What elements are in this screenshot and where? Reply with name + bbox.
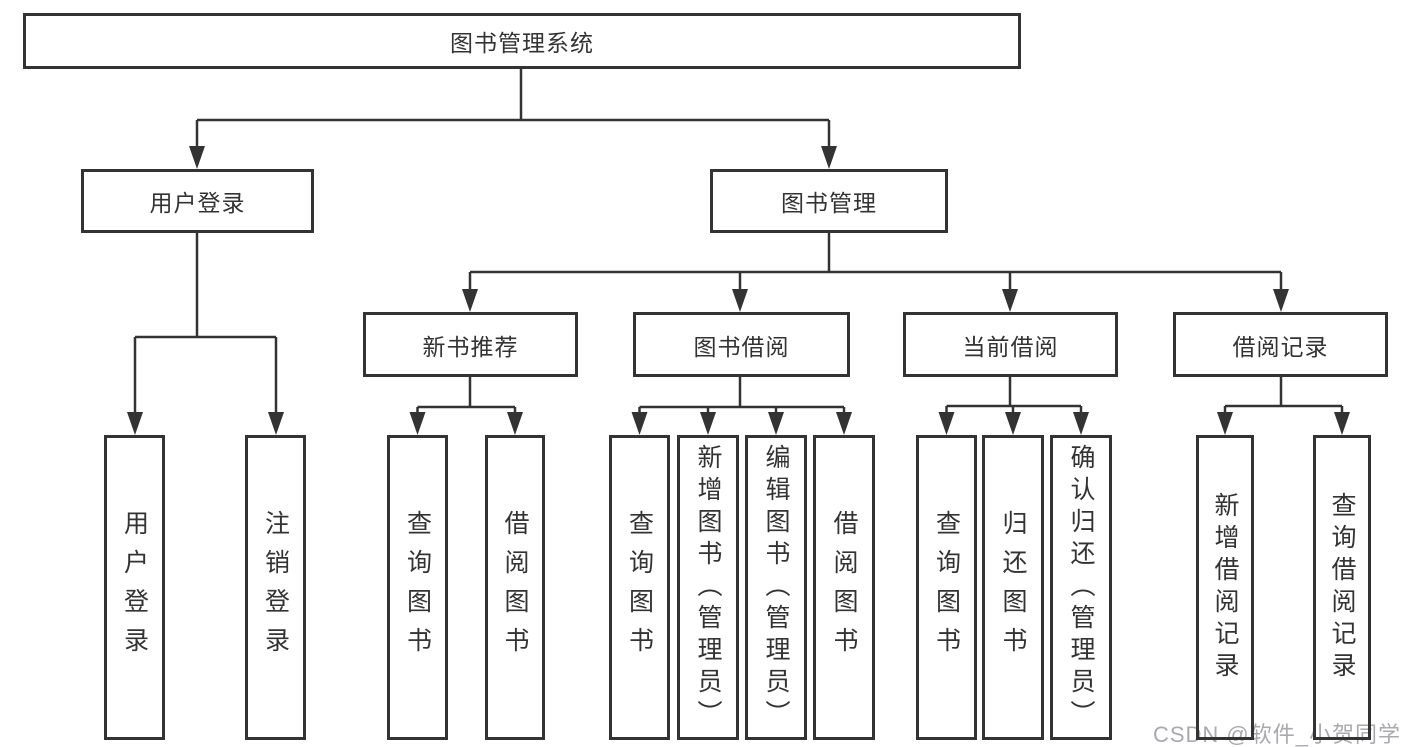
leaf-confirm-return-admin: 确认归还（管理员）: [1050, 435, 1112, 740]
leaf-add-borrow-record-label: 新增借阅记录: [1211, 491, 1239, 684]
leaf-query-borrow-record: 查询借阅记录: [1313, 435, 1371, 740]
node-book-management-label: 图书管理: [781, 190, 877, 216]
leaf-current-query-book-label: 查询图书: [932, 509, 961, 666]
leaf-logout: 注销登录: [245, 435, 306, 740]
leaf-recommend-query-book-label: 查询图书: [403, 509, 432, 666]
node-current-borrow-label: 当前借阅: [962, 333, 1059, 360]
arrowhead-icons: [127, 146, 1350, 435]
node-borrow-records: 借阅记录: [1173, 312, 1388, 377]
node-current-borrow: 当前借阅: [903, 312, 1118, 377]
node-book-borrow: 图书借阅: [633, 312, 850, 377]
leaf-edit-book-admin: 编辑图书（管理员）: [745, 435, 807, 740]
leaf-user-login-label: 用户登录: [120, 509, 149, 666]
leaf-query-borrow-record-label: 查询借阅记录: [1328, 491, 1356, 684]
leaf-return-book: 归还图书: [982, 435, 1044, 740]
node-root-label: 图书管理系统: [450, 30, 594, 56]
leaf-borrow-query-book-label: 查询图书: [625, 509, 654, 666]
leaf-borrow-borrow-book-label: 借阅图书: [830, 509, 858, 666]
leaf-edit-book-admin-label: 编辑图书（管理员）: [762, 443, 790, 732]
node-user-login-label: 用户登录: [149, 190, 246, 216]
leaf-add-book-admin: 新增图书（管理员）: [677, 435, 739, 740]
leaf-current-query-book: 查询图书: [916, 435, 977, 740]
leaf-user-login: 用户登录: [104, 435, 165, 740]
leaf-confirm-return-admin-label: 确认归还（管理员）: [1067, 443, 1095, 732]
node-new-book-recommend: 新书推荐: [363, 312, 578, 377]
leaf-logout-label: 注销登录: [261, 509, 290, 666]
leaf-return-book-label: 归还图书: [999, 509, 1027, 666]
leaf-recommend-query-book: 查询图书: [387, 435, 448, 740]
leaf-recommend-borrow-book-label: 借阅图书: [501, 509, 529, 666]
leaf-borrow-borrow-book: 借阅图书: [813, 435, 875, 740]
node-new-book-recommend-label: 新书推荐: [422, 333, 519, 360]
leaf-add-book-admin-label: 新增图书（管理员）: [694, 443, 722, 732]
leaf-add-borrow-record: 新增借阅记录: [1196, 435, 1254, 740]
leaf-borrow-query-book: 查询图书: [609, 435, 670, 740]
node-user-login: 用户登录: [81, 169, 314, 233]
watermark-text: CSDN @软件_小贺同学: [1152, 722, 1401, 747]
node-book-borrow-label: 图书借阅: [693, 333, 790, 360]
leaf-recommend-borrow-book: 借阅图书: [485, 435, 545, 740]
node-borrow-records-label: 借阅记录: [1232, 333, 1329, 360]
node-root: 图书管理系统: [23, 13, 1021, 69]
node-book-management: 图书管理: [710, 169, 948, 233]
